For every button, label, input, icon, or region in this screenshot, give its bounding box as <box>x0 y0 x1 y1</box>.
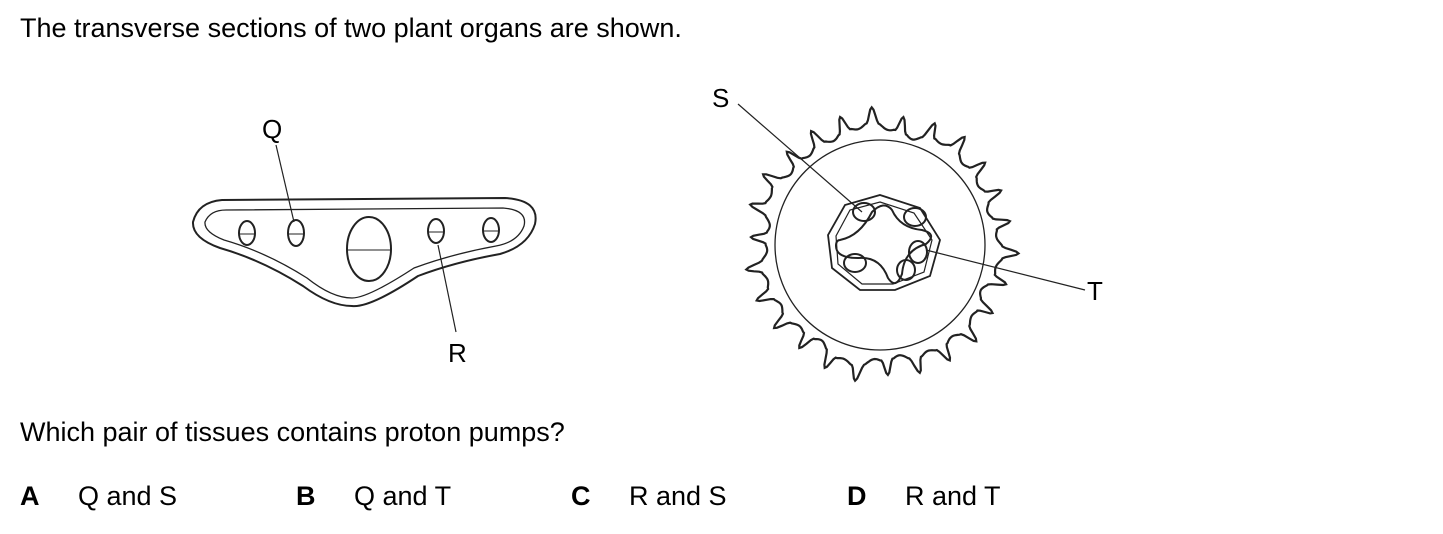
option-d-text: R and T <box>905 481 1001 511</box>
root-cortex-boundary <box>774 139 986 351</box>
root-pericycle <box>835 201 933 285</box>
option-b-text: Q and T <box>354 481 452 511</box>
leaf-section <box>191 144 537 333</box>
question-intro: The transverse sections of two plant org… <box>20 13 682 43</box>
option-c-letter: C <box>571 481 591 511</box>
leaf-midrib-bundle <box>346 216 392 282</box>
option-c[interactable]: C R and S <box>571 480 727 512</box>
root-phloem-t <box>908 240 928 264</box>
root-phloem-s <box>852 202 876 222</box>
leaf-outer-outline <box>191 196 537 308</box>
label-q: Q <box>262 114 282 144</box>
label-t: T <box>1087 276 1103 306</box>
leaf-bundle-1 <box>238 220 256 246</box>
leaf-bundle-r <box>427 218 445 244</box>
root-phloem-4 <box>896 259 916 281</box>
option-d-letter: D <box>847 481 867 511</box>
label-s: S <box>712 83 729 113</box>
option-b-letter: B <box>296 481 316 511</box>
option-a-letter: A <box>20 481 40 511</box>
label-q-leader <box>275 144 295 223</box>
root-endodermis <box>827 194 941 291</box>
option-a[interactable]: A Q and S <box>20 480 177 512</box>
label-t-leader <box>925 249 1086 291</box>
option-b[interactable]: B Q and T <box>296 480 451 512</box>
root-epidermis-with-root-hairs <box>744 105 1021 383</box>
option-c-text: R and S <box>629 481 727 511</box>
leaf-bundle-q <box>287 219 305 247</box>
label-s-leader <box>737 103 863 213</box>
label-r: R <box>448 338 467 368</box>
label-r-leader <box>437 244 457 333</box>
option-a-text: Q and S <box>78 481 178 511</box>
leaf-vascular-bundles <box>238 216 500 282</box>
root-phloem-5 <box>843 253 867 273</box>
question-stem: Which pair of tissues contains proton pu… <box>20 417 565 447</box>
leaf-bundle-5 <box>482 217 500 243</box>
root-section <box>737 103 1086 383</box>
leaf-inner-outline <box>204 207 526 299</box>
option-d[interactable]: D R and T <box>847 480 1001 512</box>
root-phloem-2 <box>903 207 927 227</box>
